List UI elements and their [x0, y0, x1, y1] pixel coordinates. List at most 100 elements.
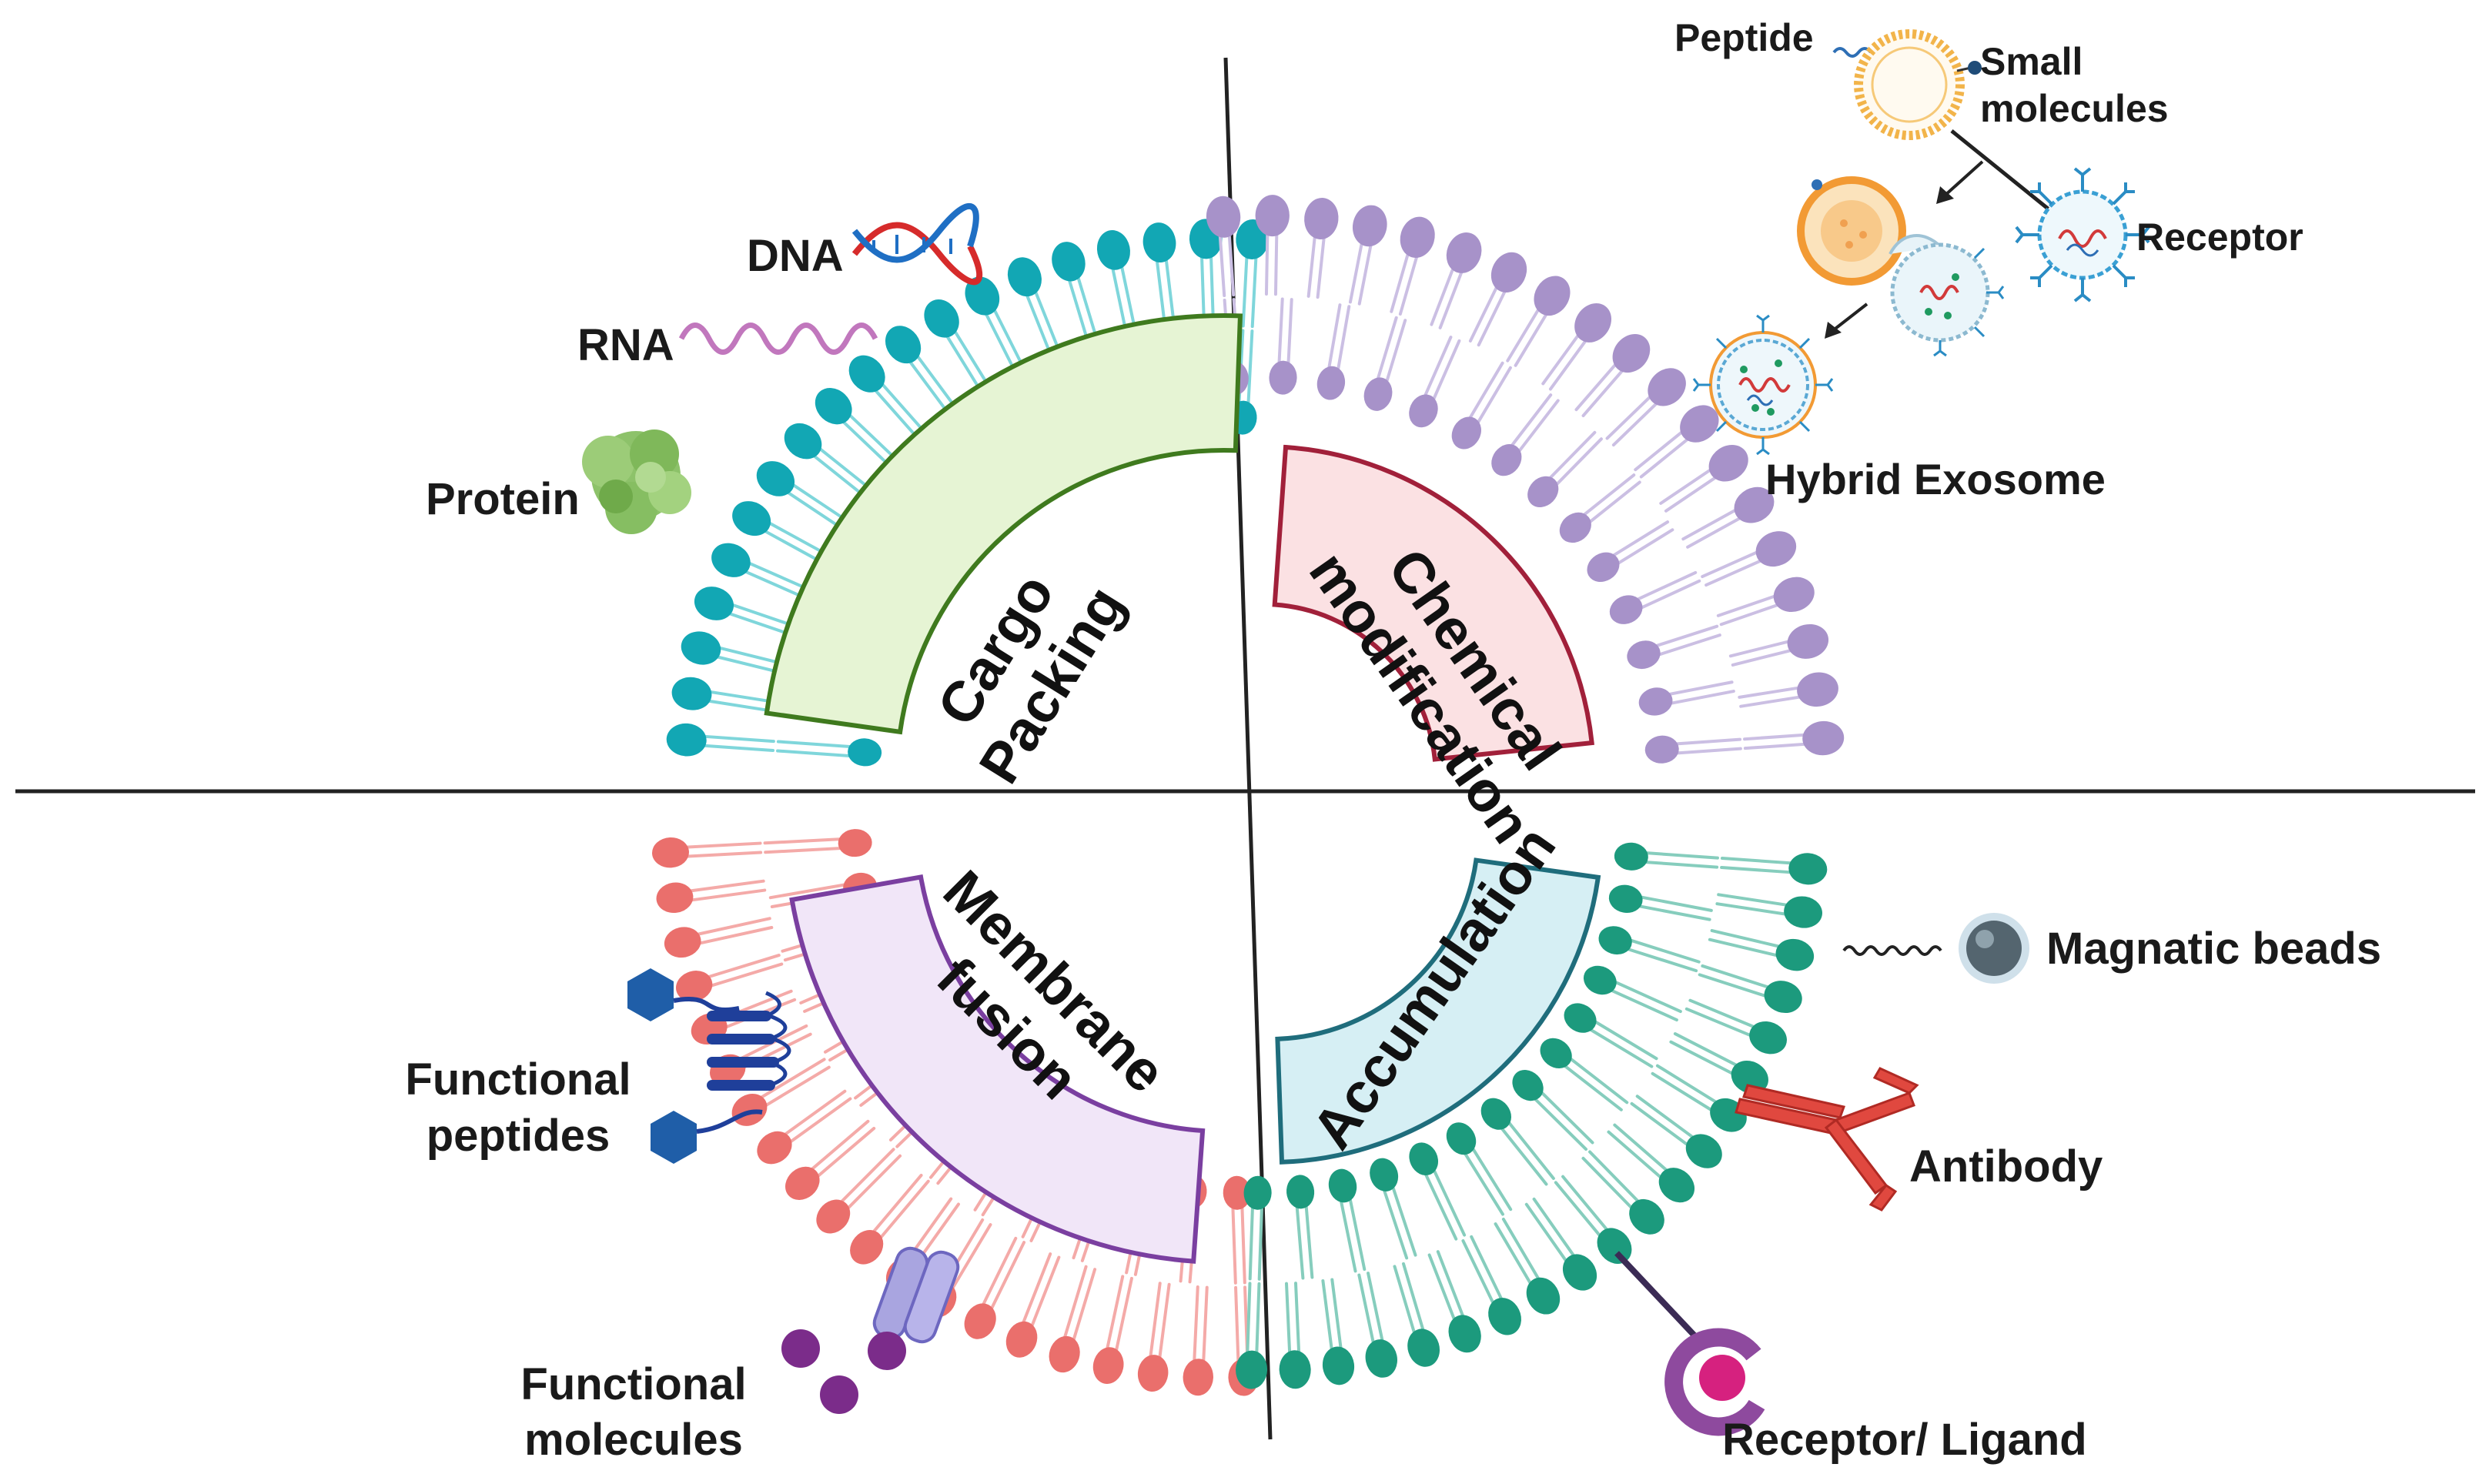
lipid-head-outer: [1612, 334, 1651, 373]
lipid-tail: [1720, 857, 1796, 865]
lipid-head-inner: [1446, 1122, 1477, 1155]
lipid-tail: [1432, 1168, 1467, 1237]
lipid-tail: [1611, 520, 1670, 558]
lipid-tail: [695, 926, 774, 946]
lipid-tail: [764, 847, 844, 854]
lipid-tail: [1402, 1262, 1426, 1335]
lipid-tail: [1463, 1151, 1504, 1216]
lipid-tail: [1643, 861, 1719, 869]
lipid-head-outer: [1734, 486, 1775, 523]
functional-peptides-label-1: Functional: [405, 1055, 631, 1105]
lipid-tail: [1468, 281, 1500, 343]
lipid-head-outer: [651, 837, 689, 868]
lipid-head-outer: [671, 677, 712, 710]
lipid-tail: [1071, 1268, 1097, 1344]
lipid-tail: [1628, 938, 1701, 964]
lipid-tail: [949, 1223, 992, 1292]
ligand-stalk: [1614, 1251, 1708, 1349]
lipid-tail: [1562, 1064, 1623, 1111]
lipid-head-outer: [694, 587, 734, 620]
lipid-head-outer: [664, 927, 701, 958]
lipid-tail: [1669, 1040, 1738, 1077]
lipid-tail: [814, 1126, 876, 1180]
lipid-tail: [1701, 548, 1763, 579]
lipid-tail: [1630, 1101, 1692, 1148]
lipid-head-inner: [1609, 595, 1643, 624]
lipid-head-outer: [1400, 216, 1435, 258]
lipid-tail: [707, 962, 784, 988]
lipid-head-outer: [1526, 1277, 1561, 1315]
lipid-tail: [1731, 647, 1798, 667]
lipid-tail: [1157, 1282, 1171, 1362]
lipid-head-outer: [1749, 1021, 1787, 1055]
lipid-head-outer: [1802, 720, 1845, 756]
lipid-head-outer: [1007, 257, 1042, 297]
lipid-head-outer: [756, 461, 795, 496]
lipid-head-inner: [1627, 640, 1661, 670]
lipid-head-outer: [1206, 196, 1241, 238]
lipid-head-inner: [1370, 1158, 1399, 1192]
transmembrane-protein-icon: [872, 1246, 960, 1344]
lipid-head-outer: [784, 423, 822, 460]
lipid-head-inner: [1512, 1070, 1544, 1101]
lipid-head-outer: [1648, 368, 1686, 406]
lipid-tail: [1547, 430, 1597, 480]
lipid-head-inner: [1316, 366, 1346, 400]
lipid-head-outer: [965, 276, 1000, 316]
antibody-icon: [1735, 1067, 1919, 1212]
lipid-tail: [704, 954, 781, 980]
lipid-tail: [1105, 1275, 1125, 1353]
lipid-head-outer: [1731, 1060, 1768, 1095]
liposome-icon: [1854, 29, 1965, 140]
lipid-head-outer: [1797, 672, 1838, 707]
lipid-tail: [1062, 1265, 1088, 1342]
lipid-head-outer: [1629, 1198, 1664, 1235]
receptor-ligand-icon: [1664, 1328, 1765, 1436]
lipid-tail: [1501, 1217, 1542, 1284]
lipid-tail: [1390, 247, 1411, 313]
lipid-head-inner: [1269, 360, 1297, 395]
lipid-tail: [1431, 339, 1461, 402]
lipid-tail: [1234, 1285, 1240, 1365]
rna-icon: [678, 323, 878, 355]
lipid-head-outer: [675, 971, 713, 1002]
lipid-head-outer: [1574, 302, 1612, 343]
lipid-tail: [1348, 1196, 1367, 1272]
lipid-tail: [1227, 229, 1236, 297]
lipid-tail: [1654, 624, 1719, 648]
lipid-tail: [1240, 1205, 1246, 1285]
lipid-head-outer: [1597, 1228, 1632, 1264]
lipid-tail: [1681, 506, 1741, 541]
lipid-tail: [1470, 1235, 1505, 1304]
lipid-head-inner: [848, 738, 882, 767]
lipid-tail: [1285, 1282, 1292, 1358]
peptide-label: Peptide: [1674, 16, 1814, 59]
lipid-head-outer: [848, 355, 885, 393]
lipid-tail: [1029, 1255, 1061, 1330]
lipid-tail: [845, 1154, 902, 1212]
lipid-tail: [1668, 690, 1735, 705]
lipid-tail: [1202, 1285, 1209, 1365]
lipid-tail: [1574, 359, 1621, 412]
lipid-tail: [787, 1097, 852, 1145]
lipid-tail: [1321, 1279, 1334, 1355]
lipid-tail: [1398, 250, 1420, 316]
lipid-tail: [1367, 1272, 1385, 1346]
lipid-tail: [1246, 329, 1254, 406]
lipid-tail: [1593, 1019, 1658, 1061]
lipid-head-outer: [1322, 1346, 1355, 1385]
lipid-tail: [768, 883, 848, 900]
lipid-tail: [1605, 392, 1655, 440]
accumulation-lipid-bilayer: [1236, 842, 1828, 1389]
lipid-tail: [1524, 1202, 1570, 1265]
lipid-tail: [1554, 1181, 1604, 1240]
lipid-tail: [1506, 303, 1543, 363]
lipid-tail: [1743, 733, 1811, 741]
functional-peptides-icon: [627, 968, 791, 1164]
lipid-tail: [1634, 570, 1698, 602]
lipid-tail: [1548, 335, 1591, 391]
lipid-tail: [1688, 998, 1759, 1030]
lipid-tail: [1218, 229, 1226, 297]
lipid-tail: [1430, 262, 1457, 326]
dna-icon: [851, 203, 983, 286]
